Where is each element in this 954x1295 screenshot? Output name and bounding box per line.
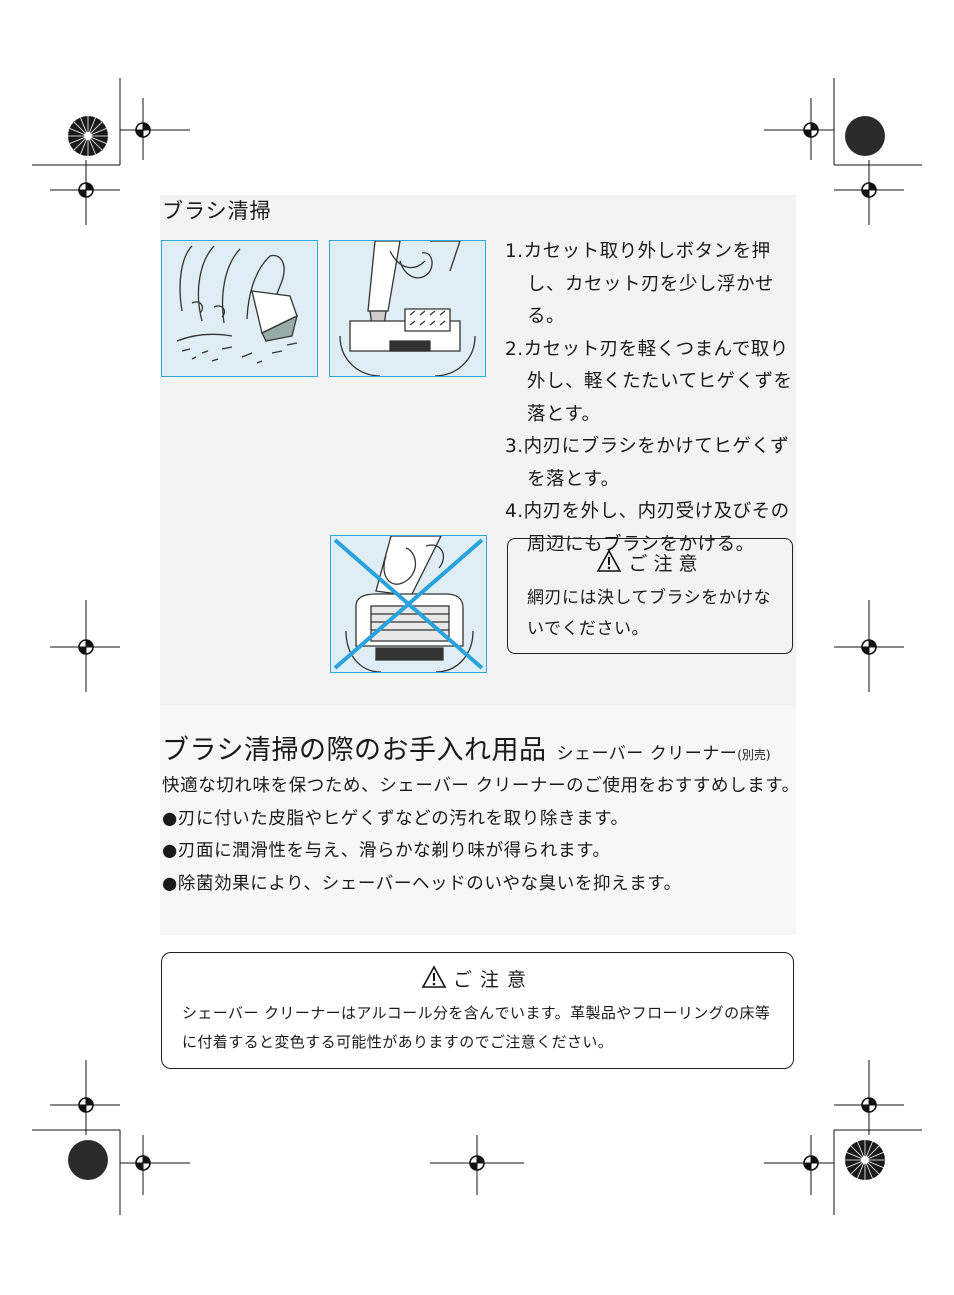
caution-text: 網刃には決してブラシをかけないでください。 bbox=[527, 588, 772, 639]
illustration-remove-cassette bbox=[161, 240, 318, 377]
illustration-brush-inner-blade bbox=[329, 240, 486, 377]
caution-box: ご注意 シェーバー クリーナーはアルコール分を含んでいます。革製品やフローリング… bbox=[161, 952, 794, 1069]
section-title-row: ブラシ清掃の際のお手入れ用品シェーバー クリーナー(別売) bbox=[162, 728, 771, 767]
cleaner-description: 快適な切れ味を保つため、シェーバー クリーナーのご使用をおすすめします。 ●刃に… bbox=[162, 770, 802, 900]
subtitle-note: (別売) bbox=[737, 748, 771, 762]
bullet-item: ●刃に付いた皮脂やヒゲくずなどの汚れを取り除きます。 bbox=[162, 808, 629, 829]
warning-triangle-icon bbox=[421, 965, 447, 988]
caution-box: ご注意 網刃には決してブラシをかけないでください。 bbox=[507, 538, 793, 654]
step-item: 2.カセット刃を軽くつまんで取り外し、軽くたたいてヒゲくずを落とす。 bbox=[505, 338, 793, 425]
step-item: 3.内刃にブラシをかけてヒゲくずを落とす。 bbox=[505, 436, 790, 490]
bullet-item: ●除菌効果により、シェーバーヘッドのいやな臭いを抑えます。 bbox=[162, 873, 682, 894]
caution-heading-text: ご注意 bbox=[628, 553, 704, 575]
section-title: ブラシ清掃の際のお手入れ用品 bbox=[162, 735, 547, 766]
step-item: 1.カセット取り外しボタンを押し、カセット刃を少し浮かせる。 bbox=[505, 241, 775, 327]
section-subtitle: シェーバー クリーナー bbox=[556, 744, 738, 764]
bullet-item: ●刃面に潤滑性を与え、滑らかな剃り味が得られます。 bbox=[162, 841, 611, 861]
step-list: 1.カセット取り外しボタンを押し、カセット刃を少し浮かせる。 2.カセット刃を軽… bbox=[505, 236, 805, 561]
caution-heading: ご注意 bbox=[508, 549, 792, 576]
warning-triangle-icon bbox=[597, 549, 622, 572]
section-title: ブラシ清掃 bbox=[162, 199, 272, 223]
intro-paragraph: 快適な切れ味を保つため、シェーバー クリーナーのご使用をおすすめします。 bbox=[162, 776, 800, 796]
section-background bbox=[160, 705, 796, 935]
caution-heading-text: ご注意 bbox=[452, 969, 534, 991]
caution-heading: ご注意 bbox=[162, 965, 793, 992]
illustration-do-not-brush-foil bbox=[330, 535, 487, 673]
caution-text: シェーバー クリーナーはアルコール分を含んでいます。革製品やフローリングの床等に… bbox=[182, 1004, 771, 1051]
